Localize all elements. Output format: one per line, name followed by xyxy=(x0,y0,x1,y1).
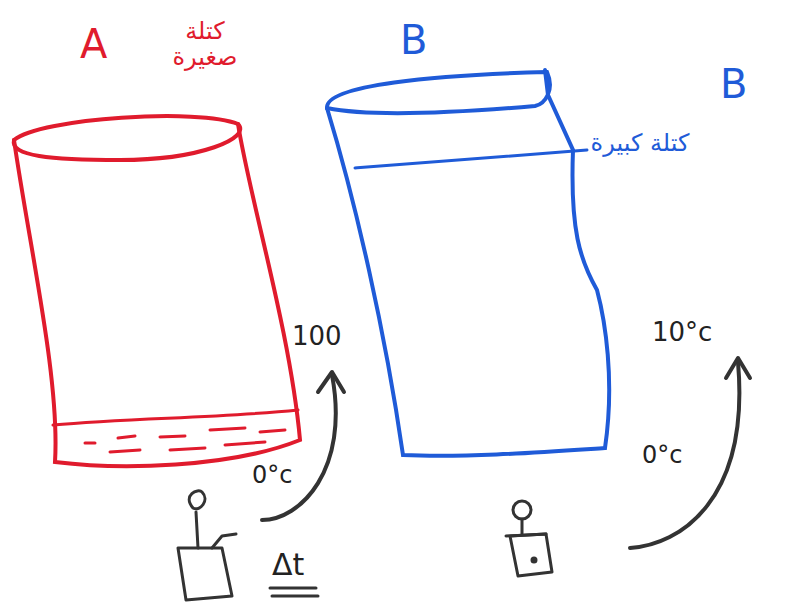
container: A كتلة صغيرة xyxy=(0,0,312,485)
arrow-head xyxy=(318,372,344,392)
burner xyxy=(506,501,552,576)
burner xyxy=(178,491,236,600)
label: 0°c xyxy=(642,442,682,468)
label: 0°c xyxy=(252,462,292,488)
container-outline xyxy=(0,0,312,485)
container: B xyxy=(315,0,615,470)
label: Δt xyxy=(272,548,304,581)
mass-note: كتلة صغيرة xyxy=(160,18,250,71)
container-letter: A xyxy=(80,22,107,66)
heating-arrow xyxy=(630,362,739,548)
label: B xyxy=(720,62,747,106)
label: 10°c xyxy=(652,318,712,347)
underline xyxy=(270,588,318,596)
container-outline xyxy=(315,0,615,470)
label: كتلة كبيرة xyxy=(586,130,694,156)
container-letter: B xyxy=(400,18,427,62)
label: 100 xyxy=(292,322,342,351)
arrow-head xyxy=(726,358,750,378)
